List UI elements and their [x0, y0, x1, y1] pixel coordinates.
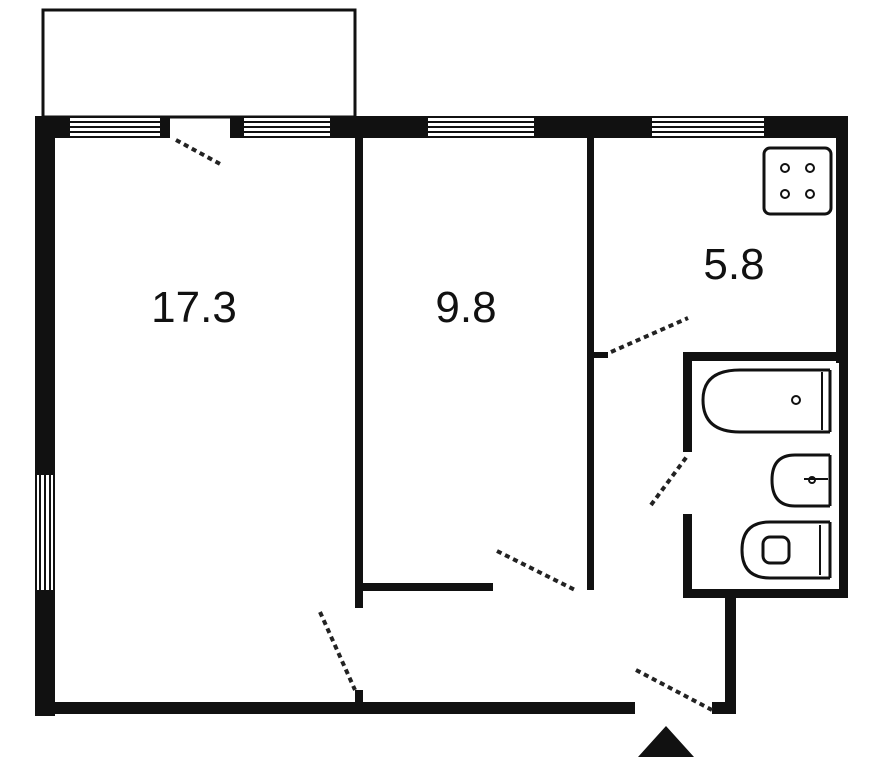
- bedroom-area: 9.8: [435, 283, 496, 332]
- door-kitchen: [610, 316, 689, 354]
- entrance-arrow-icon: [638, 726, 694, 757]
- door-living-room: [318, 611, 357, 691]
- sink-icon: [770, 453, 832, 508]
- door-bathroom: [649, 453, 690, 507]
- door-balcony: [175, 138, 223, 167]
- window-bedroom: [428, 118, 534, 136]
- interior-walls: [355, 136, 848, 714]
- window-kitchen: [652, 118, 764, 136]
- toilet-icon: [740, 520, 832, 580]
- door-bedroom: [496, 549, 576, 592]
- windows: [37, 118, 764, 590]
- bathtub-icon: [701, 368, 832, 434]
- kitchen-area: 5.8: [703, 240, 764, 289]
- living-room-area: 17.3: [151, 283, 237, 332]
- window-living-room-second: [244, 118, 330, 136]
- window-living-room-side: [37, 475, 53, 590]
- window-living-room-top: [70, 118, 160, 136]
- door-entrance: [635, 668, 713, 712]
- stove-icon: [762, 146, 833, 216]
- doors: [175, 138, 713, 712]
- balcony: [41, 8, 357, 119]
